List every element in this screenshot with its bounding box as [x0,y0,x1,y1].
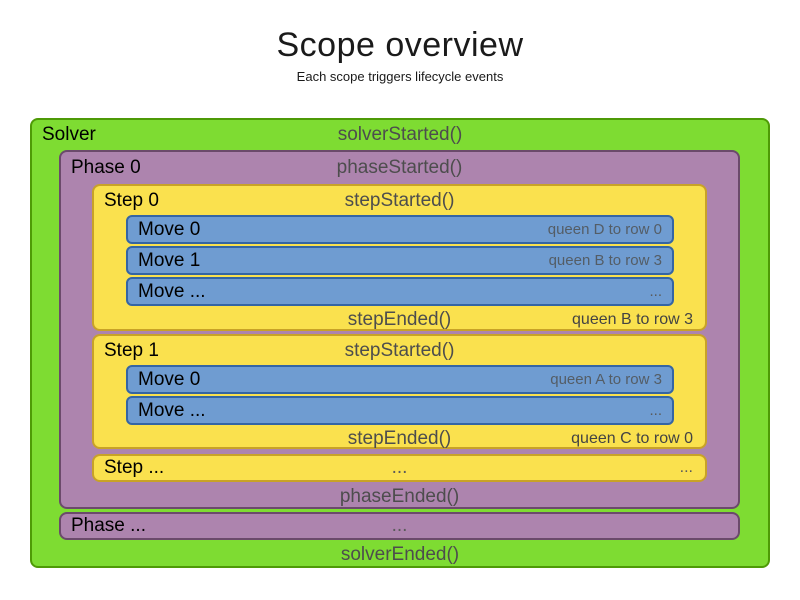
step-1-started-event: stepStarted() [344,340,455,361]
phase-more-scope-box: Phase ... ... [59,512,740,540]
phase-0-ended-event: phaseEnded() [339,486,460,507]
step-0-label: Step 0 [104,190,159,211]
move-annotation: queen D to row 0 [547,221,662,238]
move-row: Move 0 queen D to row 0 [126,215,674,244]
step-0-ended-annotation: queen B to row 3 [572,311,693,328]
phase-0-ended-row: phaseEnded() [61,482,738,511]
page-title: Scope overview [276,26,524,64]
page-subtitle: Each scope triggers lifecycle events [296,69,504,84]
phase-0-started-event: phaseStarted() [336,157,463,178]
phase-more-header-row: Phase ... ... [61,514,738,538]
step-more-header-row: Step ... ... ... [94,456,705,480]
phase-more-label: Phase ... [71,515,146,536]
step-0-started-event: stepStarted() [344,190,455,211]
move-label: Move 0 [138,369,201,390]
step-1-scope-box: Step 1 stepStarted() Move 0 queen A to r… [92,334,707,449]
move-row: Move 1 queen B to row 3 [126,246,674,275]
step-more-right-ellipsis: ... [679,459,693,476]
phase-more-center-ellipsis: ... [391,515,408,536]
step-0-header-row: Step 0 stepStarted() [94,186,705,215]
move-label: Move 0 [138,219,201,240]
step-0-ended-event: stepEnded() [347,309,452,330]
solver-label: Solver [42,124,96,145]
move-row: Move 0 queen A to row 3 [126,365,674,394]
solver-scope-box: Solver solverStarted() Phase 0 phaseStar… [30,118,770,568]
step-1-ended-event: stepEnded() [347,428,452,449]
step-1-header-row: Step 1 stepStarted() [94,336,705,365]
step-more-scope-box: Step ... ... ... [92,454,707,482]
move-label: Move ... [138,400,206,421]
step-0-scope-box: Step 0 stepStarted() Move 0 queen D to r… [92,184,707,331]
step-1-label: Step 1 [104,340,159,361]
phase-0-scope-box: Phase 0 phaseStarted() Step 0 stepStarte… [59,150,740,509]
move-label: Move ... [138,281,206,302]
move-row: Move ... ... [126,277,674,306]
move-annotation: queen B to row 3 [548,252,662,269]
step-1-ended-annotation: queen C to row 0 [571,430,693,447]
move-annotation: ... [649,283,662,300]
step-1-ended-row: stepEnded() queen C to row 0 [94,427,705,451]
solver-ended-event: solverEnded() [340,544,460,565]
move-annotation: ... [649,402,662,419]
move-annotation: queen A to row 3 [550,371,662,388]
move-label: Move 1 [138,250,201,271]
solver-ended-row: solverEnded() [32,540,768,570]
step-0-ended-row: stepEnded() queen B to row 3 [94,308,705,332]
solver-started-event: solverStarted() [337,124,463,145]
move-row: Move ... ... [126,396,674,425]
step-more-label: Step ... [104,457,165,478]
phase-0-label: Phase 0 [71,157,141,178]
phase-0-header-row: Phase 0 phaseStarted() [61,152,738,184]
solver-header-row: Solver solverStarted() [32,120,768,150]
step-more-center-ellipsis: ... [391,457,408,478]
